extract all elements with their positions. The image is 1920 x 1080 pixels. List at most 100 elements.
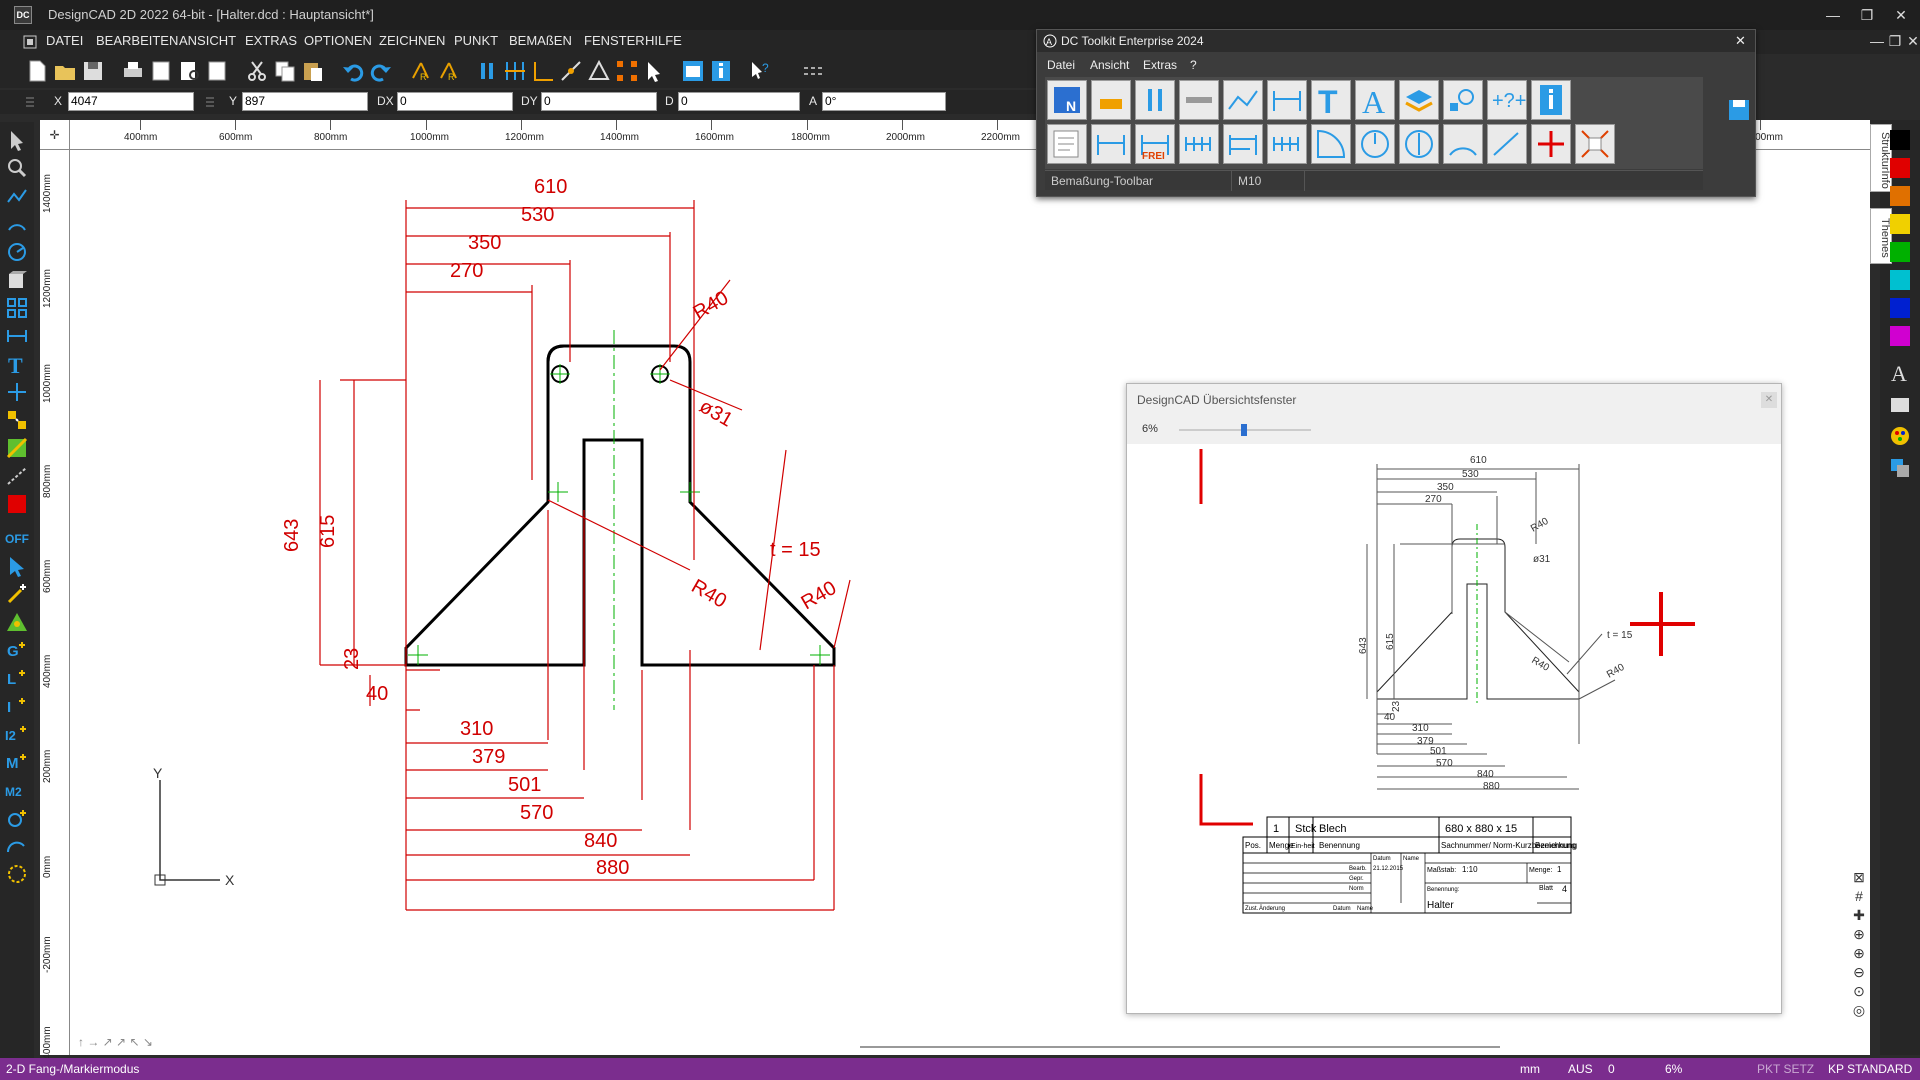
dy-input[interactable]: 0 [541,92,657,111]
fill-icon[interactable] [5,436,29,460]
toolkit-polyline-icon[interactable] [1223,80,1263,120]
print-preview-icon[interactable] [176,58,202,84]
toolkit-sofa-icon[interactable] [1091,80,1131,120]
zoom-extents-icon[interactable]: ⊙ [1853,983,1865,999]
open-folder-icon[interactable] [52,58,78,84]
overview-header[interactable]: DesignCAD Übersichtsfenster ✕ [1127,384,1781,416]
zoom-icon[interactable] [5,156,29,180]
toolkit-header[interactable]: A DC Toolkit Enterprise 2024 ✕ [1037,30,1755,52]
overview-zoom-thumb[interactable] [1241,424,1247,436]
menu-hilfe[interactable]: HILFE [645,33,682,48]
polyline-icon[interactable] [5,184,29,208]
toolkit-leader-icon[interactable] [1487,124,1527,164]
toolkit-cross-icon[interactable] [1575,124,1615,164]
snap-grid-icon[interactable]: ✚ [1853,907,1865,923]
toolkit-crosshair-red-icon[interactable] [1531,124,1571,164]
toolkit-diameter-icon[interactable] [1399,124,1439,164]
palette-magenta-swatch[interactable] [1890,326,1910,346]
cut-icon[interactable] [244,58,270,84]
toolkit-logo-n-icon[interactable]: N [1047,80,1087,120]
menu-optionen[interactable]: OPTIONEN [304,33,372,48]
triangle-snap-icon[interactable] [5,610,29,634]
print-setup-icon[interactable] [148,58,174,84]
toolkit-pause-icon[interactable] [1135,80,1175,120]
zoom-in-icon[interactable]: ⊕ [1853,926,1865,942]
magic-icon[interactable] [5,582,29,606]
snap-points-icon[interactable] [614,58,640,84]
toolkit-menu-ansicht[interactable]: Ansicht [1090,58,1130,72]
hatch-line-icon[interactable] [5,380,29,404]
array-icon[interactable] [5,296,29,320]
color-wheel-icon[interactable] [1888,424,1912,448]
palette-black-swatch[interactable] [1890,130,1910,150]
menu-bearbeiten[interactable]: BEARBEITEN [96,33,179,48]
menu-zeichnen[interactable]: ZEICHNEN [379,33,446,48]
gravity-snap-icon[interactable]: G [5,638,29,662]
new-file-icon[interactable] [24,58,50,84]
redo-icon[interactable] [368,58,394,84]
restore-button[interactable]: ❐ [1860,7,1874,23]
menu-punkt[interactable]: PUNKT [454,33,499,48]
zoom-plus-icon[interactable]: ⊕ [1853,945,1865,961]
status-aus[interactable]: AUS [1568,1062,1593,1076]
toolkit-radius-icon[interactable] [1355,124,1395,164]
toolkit-dim-h-icon[interactable] [1091,124,1131,164]
color-icon[interactable] [5,492,29,516]
save-icon[interactable] [80,58,106,84]
triangle-icon[interactable] [586,58,612,84]
toolkit-query-icon[interactable]: +?+ [1487,80,1527,120]
menu-extras[interactable]: EXTRAS [245,33,298,48]
mdi-close-button[interactable]: ✕ [1907,33,1919,49]
snap-icon[interactable] [5,408,29,432]
toolkit-font-icon[interactable]: A [1355,80,1395,120]
toolkit-dim-icon[interactable] [1267,80,1307,120]
toolbar-grip-icon[interactable] [800,58,826,84]
midpoint-snap-icon[interactable]: M [5,750,29,774]
line-icon[interactable] [558,58,584,84]
layers-stack-icon[interactable] [1888,456,1912,480]
text-icon[interactable]: T [5,352,29,376]
print-icon[interactable] [120,58,146,84]
box-icon[interactable] [5,268,29,292]
palette-green-swatch[interactable] [1890,242,1910,262]
minimize-button[interactable]: — [1826,7,1840,23]
mdi-minimize-button[interactable]: — [1870,33,1884,49]
undo-icon[interactable] [340,58,366,84]
tab-strukturinfo[interactable]: StrukturInfo [1870,124,1892,192]
info-icon[interactable] [708,58,734,84]
horizontal-scrollbar[interactable] [860,1046,1500,1048]
toolkit-ordinate-dim-icon[interactable] [1267,124,1307,164]
toolkit-arc-dim-icon[interactable] [1311,124,1351,164]
dimension-icon[interactable] [5,324,29,348]
palette-orange-swatch[interactable] [1890,186,1910,206]
dimension-grid-icon[interactable] [502,58,528,84]
intersection-snap-icon[interactable]: I [5,694,29,718]
pointer-icon[interactable] [5,128,29,152]
mdi-restore-button[interactable]: ❐ [1888,33,1902,49]
paste-icon[interactable] [300,58,326,84]
intersection-2-snap-icon[interactable]: I2 [5,722,29,746]
toolkit-menu-help[interactable]: ? [1190,58,1197,72]
select-arrow-icon[interactable] [642,58,668,84]
ruler-origin-icon[interactable]: ✛ [40,120,70,150]
select-icon[interactable] [5,554,29,578]
tangent-snap-icon[interactable] [5,834,29,858]
close-button[interactable]: ✕ [1895,7,1907,23]
overview-window[interactable]: DesignCAD Übersichtsfenster ✕ 6% 610 530… [1126,383,1782,1014]
y-input[interactable]: 897 [242,92,368,111]
palette-yellow-swatch[interactable] [1890,214,1910,234]
toolkit-menu-extras[interactable]: Extras [1143,58,1178,72]
midpoint-2-snap-icon[interactable]: M2 [5,778,29,802]
toolkit-notepad-icon[interactable] [1047,124,1087,164]
status-pkt[interactable]: PKT SETZ [1757,1062,1815,1076]
toolkit-menu-datei[interactable]: Datei [1047,58,1076,72]
layer-icon[interactable] [1888,392,1912,416]
toolkit-layers-icon[interactable] [1399,80,1439,120]
status-kp[interactable]: KP STANDARD [1828,1062,1913,1076]
help-cursor-icon[interactable]: ? [748,58,774,84]
zoom-window-icon[interactable]: ⊠ [1853,869,1865,885]
pause-icon[interactable] [474,58,500,84]
zoom-out-icon[interactable]: ⊖ [1853,964,1865,980]
toolkit-angle-dim-icon[interactable] [1443,124,1483,164]
page-icon[interactable] [204,58,230,84]
